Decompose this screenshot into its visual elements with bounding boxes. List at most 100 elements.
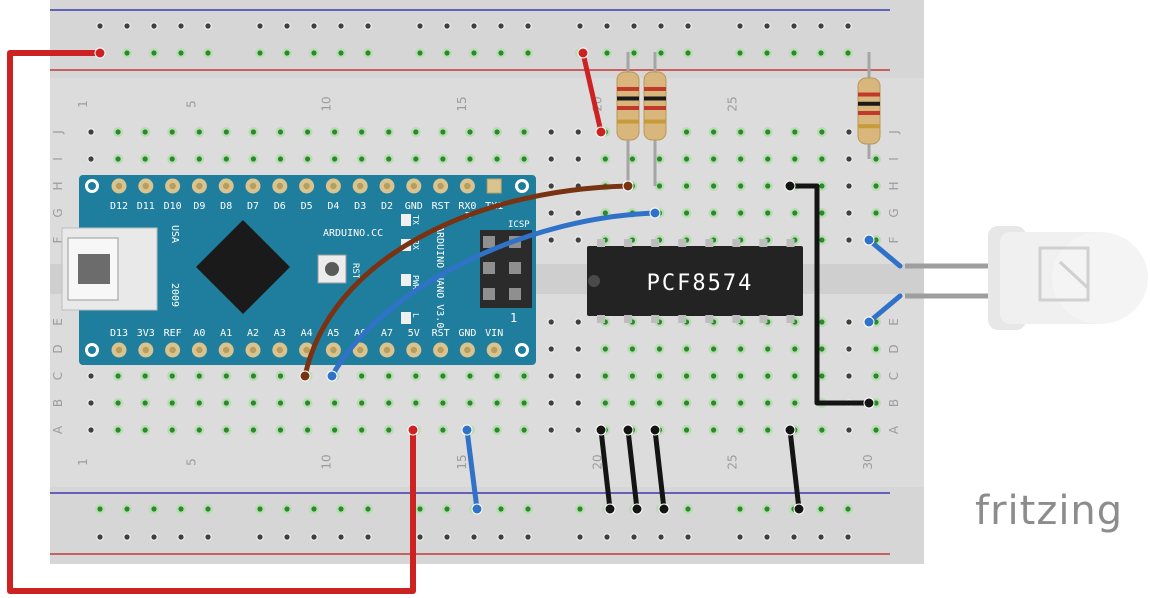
ic-pin-bottom [651,315,660,323]
rail-hole [685,50,691,56]
arduino-pin-label: REF [164,328,182,339]
rail-hole [658,50,664,56]
breadboard-hole [304,427,311,433]
arduino-pin-hole [142,182,149,190]
rail-hole [417,534,423,540]
ic-pin-bottom [705,315,714,323]
row-letter: C [887,372,901,380]
breadboard-hole [819,373,825,379]
breadboard-hole [467,129,473,135]
arduino-pcb [79,175,536,365]
breadboard-hole [494,427,500,433]
rail-hole [737,534,743,540]
rail-hole [631,23,637,29]
led-post [1058,260,1090,290]
arduino-pin-hole [383,346,391,354]
arduino-pin-label: A5 [327,328,339,339]
ic-pin-top [624,239,633,247]
breadboard-hole [846,237,852,243]
rail-hole [284,50,290,56]
status-led-label: L [411,313,420,318]
resistor-band [858,92,880,97]
rail-hole [631,534,637,540]
arduino-pin-hole [249,182,257,190]
arduino-pin-label: D8 [220,201,232,212]
ic-pin-bottom [786,315,795,323]
rail-hole [818,506,824,512]
breadboard-hole [440,427,446,433]
col-number-bottom: 30 [861,454,875,469]
breadboard-hole [386,156,392,162]
reset-button-cap[interactable] [325,262,339,276]
rail-hole [284,506,290,512]
breadboard-hole [873,319,879,325]
breadboard-hole [359,427,365,433]
breadboard-hole [88,400,94,406]
breadboard-hole [359,373,365,379]
rail-hole [818,23,824,29]
breadboard-hole [277,400,284,406]
rail-hole [338,506,344,512]
ic-pin-top [759,239,768,247]
icsp-pins [483,236,521,300]
breadboard-hole [223,427,229,433]
col-number-top: 15 [455,96,469,111]
breadboard-hole [575,346,581,352]
breadboard-hole [413,373,419,379]
breadboard-hole [223,156,229,162]
breadboard-hole [711,129,717,135]
breadboard-hole [819,319,825,325]
breadboard-hole [548,373,554,379]
row-letter: D [51,344,65,353]
rail-hole [124,23,130,29]
breadboard-hole [548,210,554,216]
label-year: 2009 [169,283,180,307]
breadboard-hole [873,237,879,243]
ic-pin-bottom [732,315,741,323]
breadboard-hole [277,373,284,379]
resistor-band [644,119,666,124]
breadboard-hole [196,400,202,406]
arduino-pin-label: D4 [327,201,339,212]
arduino-pin-label: RST [432,328,450,339]
led-dome [1052,232,1148,324]
ic-pin-bottom [678,315,687,323]
arduino-pin-label: A1 [220,328,232,339]
ic-pin-top [705,239,714,247]
ic-pin-bottom [624,315,633,323]
pcf8574-chip: PCF8574 [587,239,803,323]
breadboard-hole [494,156,500,162]
breadboard-hole [656,400,663,406]
breadboard-hole [223,129,229,135]
breadboard-hole [304,400,311,406]
arduino-pin-label: D11 [137,201,155,212]
row-letter: C [51,372,65,380]
breadboard-hole [792,129,798,135]
wire-brown-a4 [302,183,631,379]
rail-hole [471,23,477,29]
arduino-pin-hole [437,346,444,354]
breadboard-hole [413,129,419,135]
breadboard-hole [115,129,121,135]
breadboard-hole [738,183,744,189]
wire-end [595,126,607,138]
rail-hole [658,23,664,29]
breadboard-hole [250,427,257,433]
breadboard-hole [115,156,121,162]
arduino-pin-square [486,178,502,194]
ic-body [587,246,803,316]
breadboard-hole [304,129,311,135]
breadboard-hole [575,237,581,243]
wire-end [299,370,311,382]
ic-notch [588,275,600,287]
wire-red-5v [7,50,416,594]
breadboard-hole [277,156,284,162]
status-led-label: PWR [411,275,420,290]
breadboard-hole [738,210,744,216]
breadboard-hole [196,373,202,379]
breadboard-hole [115,427,121,433]
breadboard-hole [602,210,608,216]
breadboard-hole [765,346,771,352]
col-number-bottom: 5 [184,458,198,466]
breadboard-hole [846,427,852,433]
